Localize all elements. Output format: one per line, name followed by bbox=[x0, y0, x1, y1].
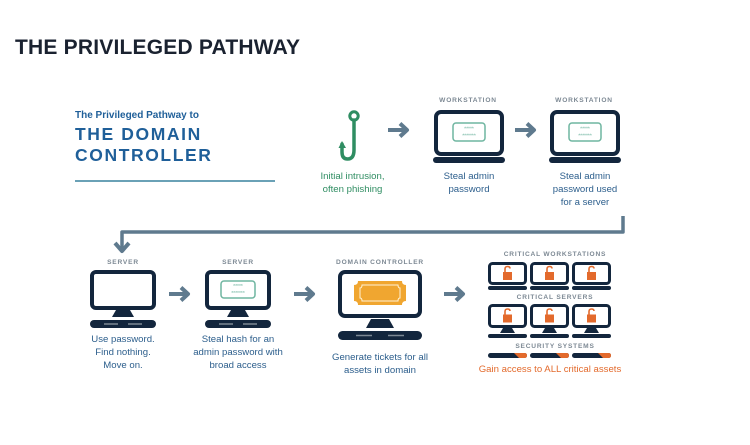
svg-text:*****: ***** bbox=[464, 127, 474, 133]
connector-arrow bbox=[113, 216, 625, 253]
arrow-right-icon bbox=[444, 286, 465, 302]
security-appliance-icon bbox=[488, 353, 527, 358]
critical-caption: Gain access to ALL critical assets bbox=[478, 364, 622, 375]
unlocked-server-icon bbox=[488, 304, 527, 338]
arrow-right-icon bbox=[515, 122, 536, 138]
fishing-hook-icon bbox=[338, 110, 360, 161]
security-appliance-icon bbox=[572, 353, 611, 358]
laptop-password-icon: ***** ******* bbox=[549, 110, 621, 163]
intro-title: THE DOMAIN CONTROLLER bbox=[75, 124, 213, 166]
step-label: SERVER bbox=[222, 259, 254, 266]
intro-title-line1: THE DOMAIN bbox=[75, 124, 202, 144]
caption-line: admin password with bbox=[193, 347, 283, 358]
step-caption: Use password. Find nothing. Move on. bbox=[70, 333, 176, 372]
step-label: WORKSTATION bbox=[439, 97, 497, 104]
step-caption: Steal hash for an admin password with br… bbox=[183, 333, 293, 372]
unlocked-laptop-icon bbox=[488, 262, 527, 290]
arrow-right-icon bbox=[169, 286, 190, 302]
monitor-empty-icon bbox=[90, 270, 156, 328]
svg-text:*******: ******* bbox=[578, 134, 592, 140]
critical-workstations-group bbox=[488, 262, 611, 290]
step-caption: Initial intrusion, often phishing bbox=[300, 170, 405, 196]
arrow-right-icon bbox=[388, 122, 409, 138]
security-systems-label: SECURITY SYSTEMS bbox=[515, 343, 595, 350]
laptop-password-icon: ***** ******* bbox=[433, 110, 505, 163]
step-label: SERVER bbox=[107, 259, 139, 266]
svg-text:*******: ******* bbox=[231, 291, 245, 297]
intro-divider bbox=[75, 180, 275, 182]
unlocked-server-icon bbox=[530, 304, 569, 338]
security-systems-group bbox=[488, 353, 611, 358]
caption-line: assets in domain bbox=[344, 365, 416, 376]
caption-line: Move on. bbox=[103, 360, 143, 371]
critical-workstations-label: CRITICAL WORKSTATIONS bbox=[503, 251, 607, 258]
caption-line: Find nothing. bbox=[95, 347, 151, 358]
caption-line: broad access bbox=[209, 360, 267, 371]
security-appliance-icon bbox=[530, 353, 569, 358]
monitor-ticket-icon bbox=[338, 270, 422, 340]
caption-line: password used bbox=[552, 184, 618, 195]
caption-line: for a server bbox=[560, 197, 610, 208]
intro-subtitle: The Privileged Pathway to bbox=[75, 110, 199, 121]
caption-line: Steal hash for an bbox=[201, 334, 275, 345]
caption-line: Steal admin bbox=[443, 171, 495, 182]
critical-servers-group bbox=[488, 304, 611, 338]
page-title: THE PRIVILEGED PATHWAY bbox=[15, 36, 301, 59]
caption-line: Steal admin bbox=[559, 171, 611, 182]
arrow-right-icon bbox=[294, 286, 315, 302]
intro-title-line2: CONTROLLER bbox=[75, 145, 213, 165]
unlocked-laptop-icon bbox=[530, 262, 569, 290]
step-label: DOMAIN CONTROLLER bbox=[336, 259, 424, 266]
caption-line: Initial intrusion, bbox=[320, 171, 385, 182]
unlocked-server-icon bbox=[572, 304, 611, 338]
unlocked-laptop-icon bbox=[572, 262, 611, 290]
step-caption: Steal admin password used for a server bbox=[535, 170, 635, 209]
svg-text:*****: ***** bbox=[233, 284, 243, 290]
caption-line: often phishing bbox=[322, 184, 383, 195]
caption-line: Generate tickets for all bbox=[332, 352, 428, 363]
critical-servers-label: CRITICAL SERVERS bbox=[516, 294, 594, 301]
step-caption: Generate tickets for all assets in domai… bbox=[318, 351, 442, 377]
caption-line: Use password. bbox=[91, 334, 155, 345]
svg-text:*****: ***** bbox=[580, 127, 590, 133]
step-caption: Steal admin password bbox=[420, 170, 518, 196]
caption-line: password bbox=[448, 184, 490, 195]
svg-text:*******: ******* bbox=[462, 134, 476, 140]
monitor-password-icon: ***** ******* bbox=[205, 270, 271, 328]
step-label: WORKSTATION bbox=[555, 97, 613, 104]
